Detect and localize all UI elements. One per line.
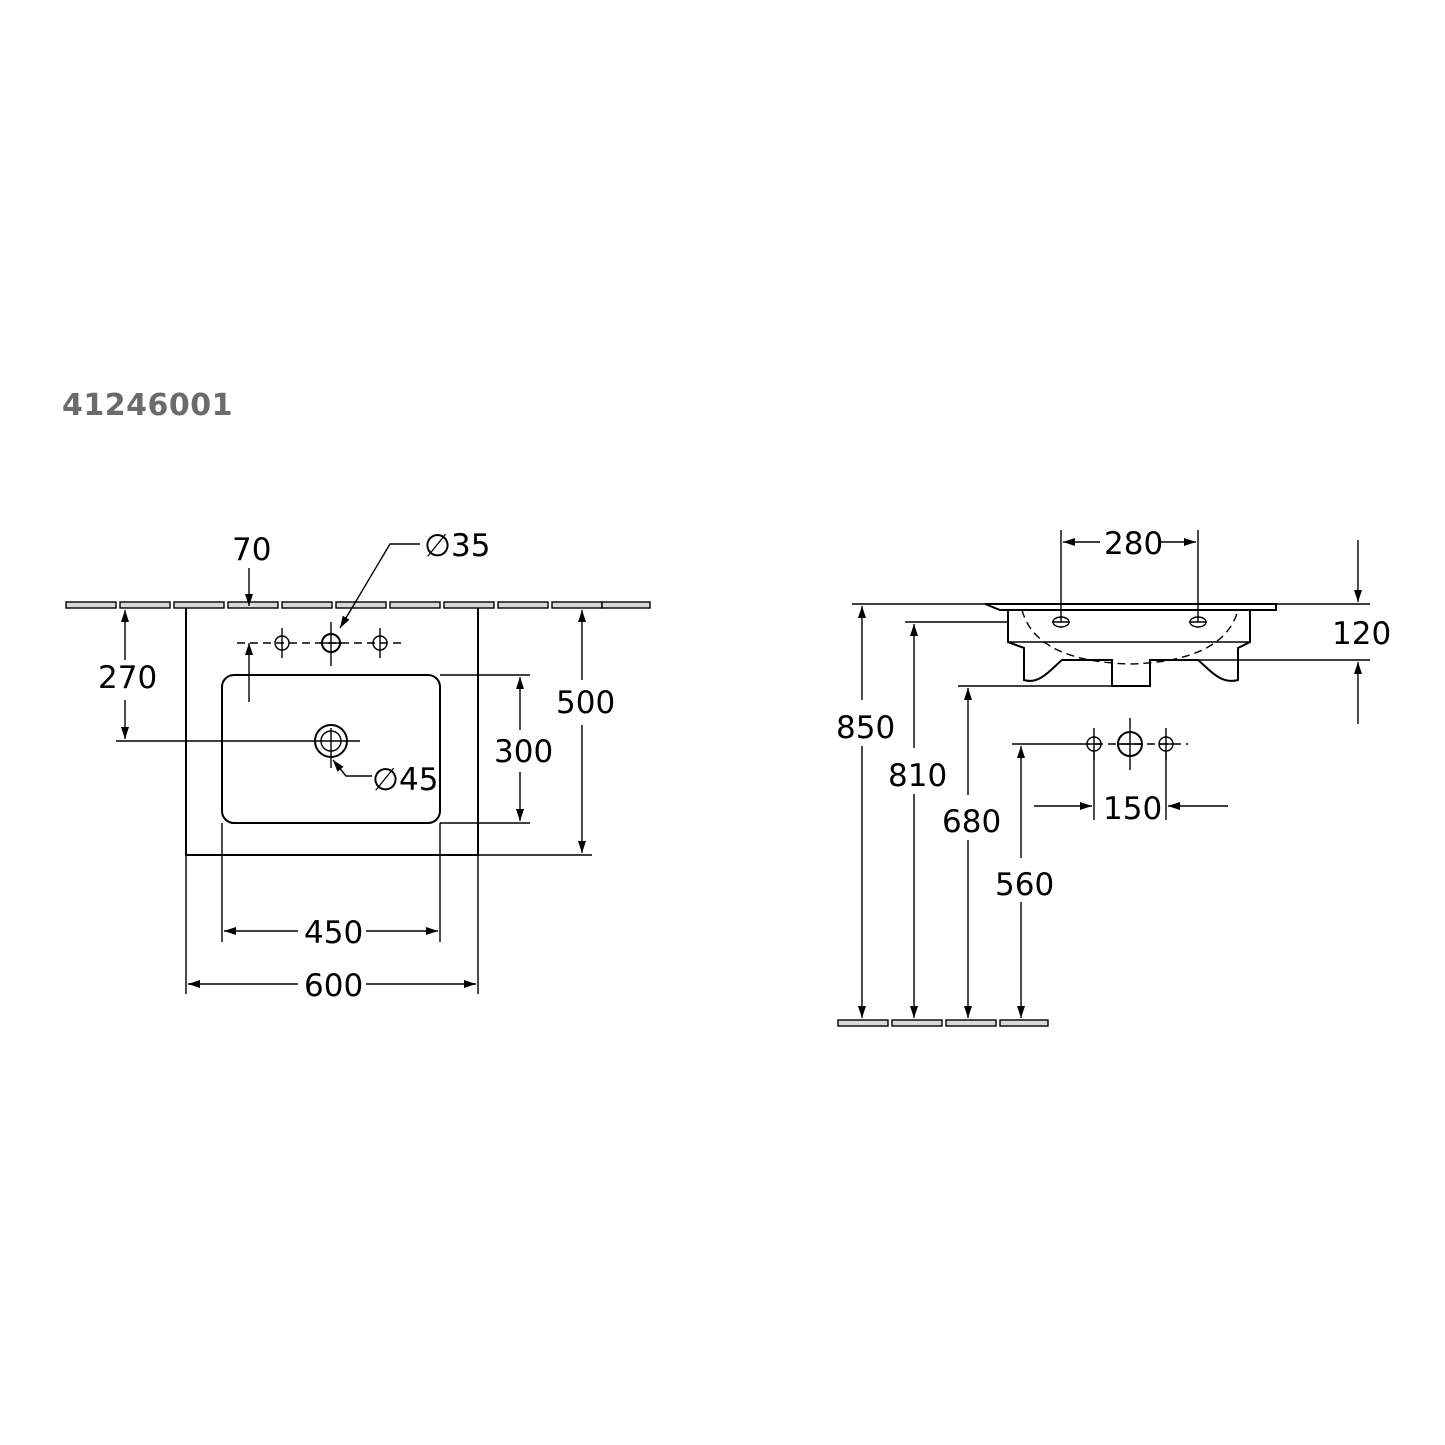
- top-view: 70 ∅35 270 ∅45 500 300: [65, 528, 651, 1004]
- basin-outline: [185, 608, 479, 856]
- dim-drain-offset: 270: [98, 660, 157, 696]
- drain-icon: [313, 724, 360, 768]
- dim-tap-hole: ∅35: [424, 528, 490, 564]
- floor-slab: [837, 1019, 1049, 1027]
- tap-hole-left-icon: [274, 628, 290, 658]
- dim-valve-spacing: 150: [1103, 791, 1162, 827]
- dim-depth-total: 500: [556, 685, 615, 721]
- valve-center-icon: [1117, 718, 1143, 770]
- dim-tap-offset: 70: [232, 532, 271, 568]
- dim-hole-spacing: 280: [1104, 526, 1163, 562]
- bowl-outline: [221, 674, 441, 824]
- dim-height-560: 560: [995, 867, 1054, 903]
- tap-hole-right-icon: [372, 628, 388, 658]
- basin-profile: [984, 603, 1277, 687]
- dim-drain-hole: ∅45: [372, 762, 438, 798]
- tap-hole-center-icon: [320, 622, 342, 666]
- dim-bowl-depth: 300: [494, 734, 553, 770]
- dim-basin-height: 120: [1332, 616, 1391, 652]
- side-view: 280 120 850 810 680: [836, 526, 1391, 1027]
- dim-height-850: 850: [836, 710, 895, 746]
- dim-width-total: 600: [304, 968, 363, 1004]
- product-code: 41246001: [62, 388, 233, 423]
- dim-bowl-width: 450: [304, 915, 363, 951]
- dim-height-680: 680: [942, 804, 1001, 840]
- dim-height-810: 810: [888, 758, 947, 794]
- wall-slab-top: [65, 601, 651, 609]
